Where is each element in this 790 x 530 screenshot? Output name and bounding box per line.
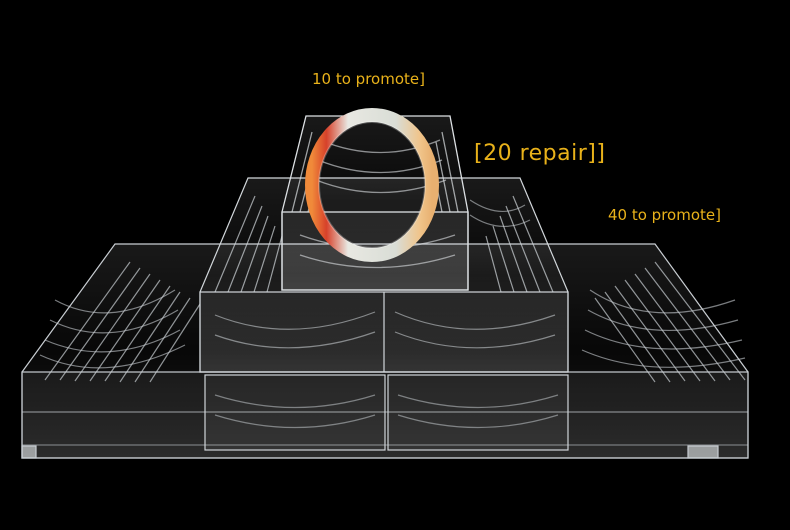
jade-bangle — [305, 108, 439, 262]
front-drawers — [204, 374, 569, 451]
tier-label-middle: [20 repair]] — [474, 141, 606, 166]
tier-label-top: 10 to promote] — [312, 70, 425, 88]
tier-label-bottom: 40 to promote] — [608, 206, 721, 224]
